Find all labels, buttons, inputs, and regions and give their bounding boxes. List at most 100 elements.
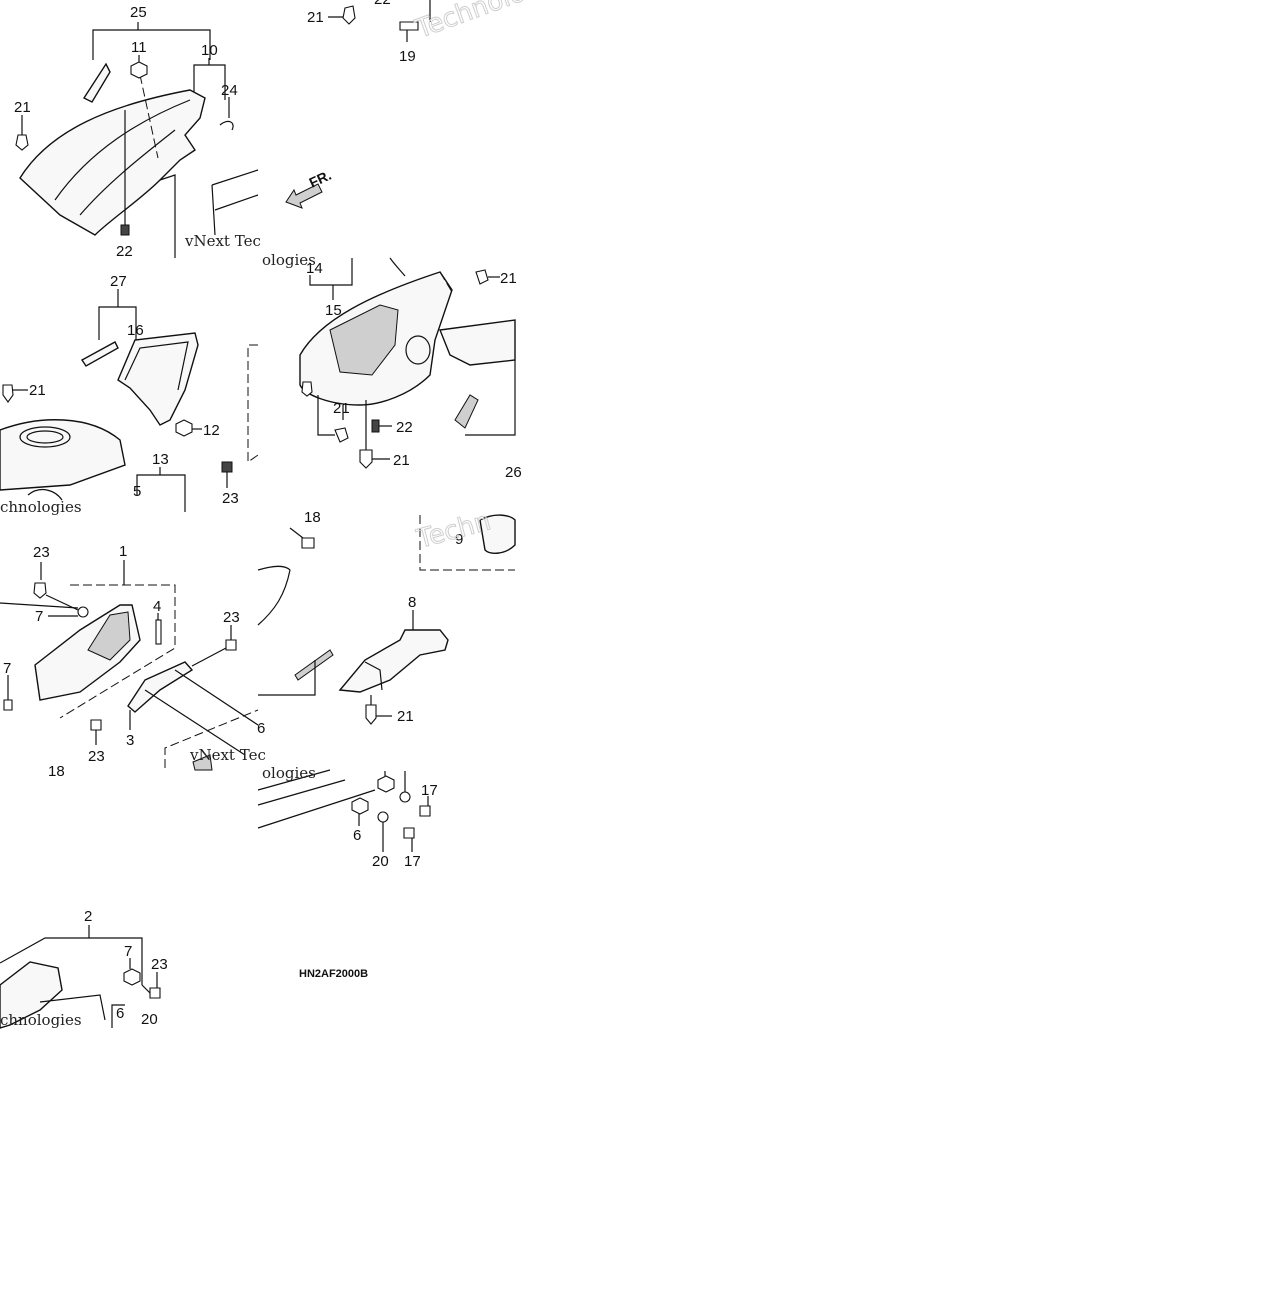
clip-21-left [334, 427, 349, 443]
grommet-left [301, 381, 313, 397]
callout-23: 23 [223, 609, 240, 626]
callout-23: 23 [151, 956, 168, 973]
leader-line-a [0, 602, 79, 609]
dash-upper [439, 271, 453, 293]
callout-3: 3 [126, 732, 134, 749]
callout-23: 23 [222, 490, 239, 507]
rear-cowl-2 [0, 961, 63, 1029]
callout-22: 22 [396, 419, 413, 436]
inner-cover-16-edge [124, 341, 189, 391]
tile-lower-left [0, 560, 259, 771]
callout-21: 21 [397, 708, 414, 725]
decal-rear [294, 649, 334, 681]
collar-7-c [123, 968, 141, 986]
dash-frame-mid [247, 344, 259, 463]
collar-7-a [77, 606, 89, 618]
callout-5: 5 [133, 483, 141, 500]
adjacent-cowl [439, 319, 516, 366]
bolt-23-e [149, 987, 161, 999]
bolt-17-a [419, 805, 431, 817]
washer-top [399, 791, 411, 803]
clip-21-mid [2, 384, 14, 403]
tail-part-9 [479, 514, 516, 554]
callout-4: 4 [153, 598, 161, 615]
callout-17: 17 [421, 782, 438, 799]
callout-9: 9 [455, 531, 463, 548]
gasket-5 [27, 488, 63, 501]
callout-21: 21 [500, 270, 517, 287]
middle-cowl-hole [405, 335, 431, 365]
callout-7: 7 [35, 608, 43, 625]
inner-cover-16 [117, 332, 199, 426]
watermark-vnext-lower: vNext Tec [189, 746, 266, 764]
callout-11: 11 [131, 39, 147, 56]
callout-23: 23 [88, 748, 105, 765]
callout-15: 15 [325, 302, 342, 319]
bracket-2-line [0, 937, 143, 985]
rear-cowl-crease [364, 661, 383, 691]
tail-edge [257, 565, 291, 626]
watermark-technologies-top: Technolo [411, 0, 529, 45]
callout-7: 7 [3, 660, 11, 677]
cowl-crease-2 [79, 129, 176, 216]
callout-21: 21 [29, 382, 46, 399]
dash-11 [139, 74, 159, 159]
filler-cap-inner [26, 430, 64, 444]
clip-21-top [342, 5, 356, 25]
leader-23-e-2 [141, 984, 151, 994]
callout-21: 21 [307, 9, 324, 26]
bolt-18 [301, 537, 315, 549]
callout-13: 13 [152, 451, 169, 468]
edge-strip [389, 257, 406, 277]
tile-bottom-right [257, 769, 431, 852]
callout-21: 21 [333, 400, 350, 417]
nut-top [377, 775, 395, 793]
emblem-26 [454, 394, 479, 429]
grommet-6 [192, 754, 213, 771]
callout-10: 10 [201, 42, 218, 59]
bolt-23-a [33, 582, 47, 599]
bolt-23-b [90, 719, 102, 731]
bracket-13-line [136, 474, 186, 512]
nut-6 [351, 797, 369, 815]
callout-7: 7 [124, 943, 132, 960]
bolt-23-c [225, 639, 237, 651]
leader-to-6-b [144, 689, 246, 756]
front-arrow-icon [285, 183, 323, 209]
bracket-25-line [92, 29, 211, 60]
callout-1: 1 [119, 543, 127, 560]
clip-21-lower [359, 449, 373, 469]
filler-cap-opening [19, 426, 71, 448]
stripe-decal [82, 62, 111, 103]
nut-12 [175, 419, 193, 437]
stay-3 [127, 661, 194, 713]
callout-21: 21 [14, 99, 31, 116]
dash-frame-9 [419, 515, 515, 571]
watermark-ologies-lower: ologies [262, 764, 316, 782]
cowl-crease-1 [54, 99, 191, 201]
clip-24 [219, 120, 234, 131]
watermark-vnext-top: vNext Tec [184, 232, 261, 250]
bracket-15-line [309, 258, 353, 286]
leader-18 [289, 527, 304, 539]
clip-21-rear [365, 704, 377, 725]
leader-line-b [45, 594, 79, 611]
bolt-19 [399, 21, 419, 31]
rear-cowl-8 [338, 629, 449, 693]
callout-12: 12 [203, 422, 220, 439]
tile-top-left [15, 22, 259, 258]
washer-20 [377, 811, 389, 823]
callout-18: 18 [48, 763, 65, 780]
watermark-ologies-mid: ologies [262, 251, 316, 269]
tile-mid-left [0, 289, 259, 512]
diagram-code: HN2AF2000B [299, 968, 368, 980]
callout-18: 18 [304, 509, 321, 526]
front-direction-label: FR. [307, 167, 334, 191]
callout-14: 14 [306, 260, 323, 277]
callout-17: 17 [404, 853, 421, 870]
callout-21: 21 [393, 452, 410, 469]
leader-6-bottom [111, 1004, 125, 1028]
callout-24: 24 [221, 82, 238, 99]
